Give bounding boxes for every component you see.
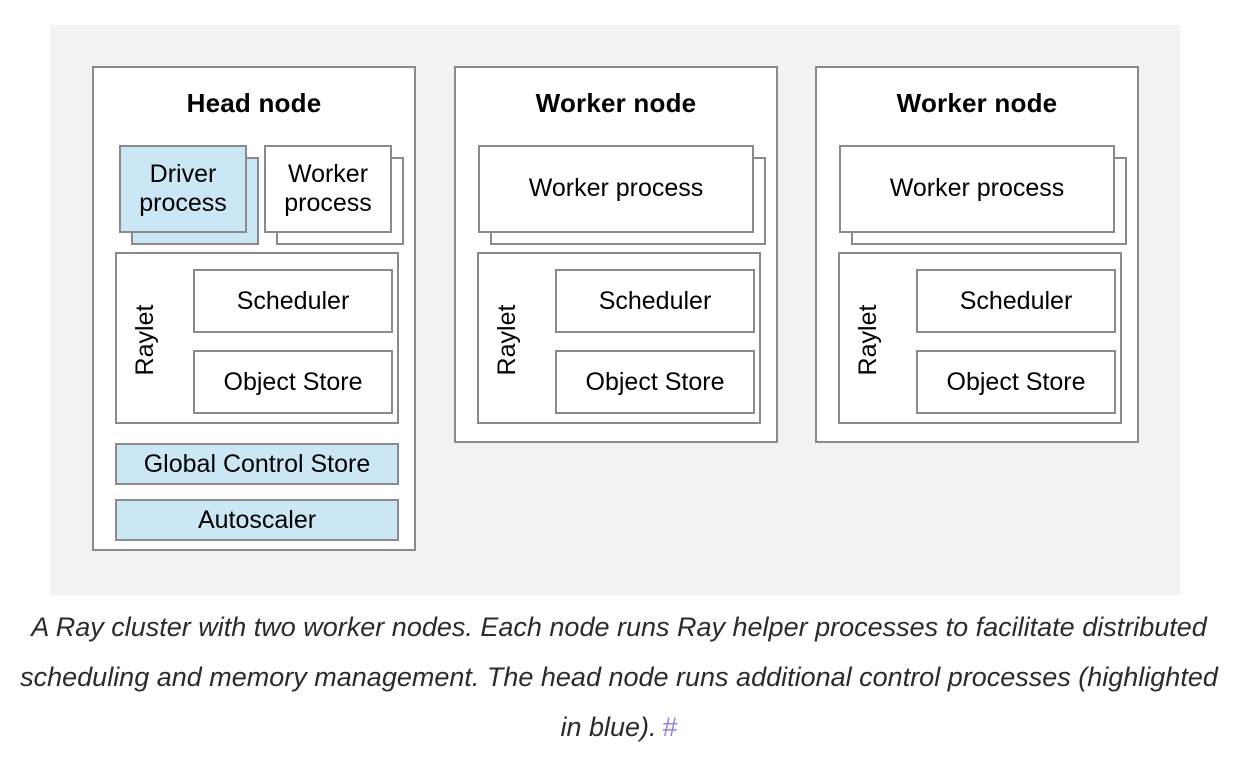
raylet-component-object-store: Object Store <box>916 350 1116 414</box>
raylet-component-object-store: Object Store <box>193 350 393 414</box>
process-card-label: Driver process <box>119 145 247 233</box>
figure-caption: A Ray cluster with two worker nodes. Eac… <box>19 602 1219 752</box>
raylet-component-scheduler: Scheduler <box>555 269 755 333</box>
figure-caption-text: A Ray cluster with two worker nodes. Eac… <box>20 612 1218 742</box>
control-bar-global-control-store: Global Control Store <box>115 443 399 485</box>
process-card-worker-head: Worker process <box>264 145 404 245</box>
control-bar-autoscaler: Autoscaler <box>115 499 399 541</box>
node-worker-1: Worker node Worker process Raylet Schedu… <box>454 66 778 443</box>
figure-panel: Head node Driver process Worker process … <box>50 25 1180 595</box>
node-worker-2: Worker node Worker process Raylet Schedu… <box>815 66 1139 443</box>
raylet-label: Raylet <box>130 304 159 376</box>
process-card-label: Worker process <box>839 145 1115 233</box>
process-card-label: Worker process <box>264 145 392 233</box>
process-card-label: Worker process <box>478 145 754 233</box>
raylet-group-worker-2: Raylet Scheduler Object Store <box>838 252 1122 424</box>
raylet-component-scheduler: Scheduler <box>916 269 1116 333</box>
anchor-link-icon[interactable]: # <box>662 712 678 742</box>
process-card-worker: Worker process <box>478 145 766 245</box>
raylet-group-head: Raylet Scheduler Object Store <box>115 252 399 424</box>
node-title-worker-2: Worker node <box>896 88 1058 118</box>
raylet-label: Raylet <box>853 304 882 376</box>
raylet-component-scheduler: Scheduler <box>193 269 393 333</box>
process-card-worker: Worker process <box>839 145 1127 245</box>
node-title-worker-1: Worker node <box>535 88 697 118</box>
raylet-component-object-store: Object Store <box>555 350 755 414</box>
raylet-label: Raylet <box>492 304 521 376</box>
raylet-group-worker-1: Raylet Scheduler Object Store <box>477 252 761 424</box>
process-card-driver: Driver process <box>119 145 259 245</box>
node-title-head: Head node <box>186 88 322 118</box>
node-head: Head node Driver process Worker process … <box>92 66 416 551</box>
